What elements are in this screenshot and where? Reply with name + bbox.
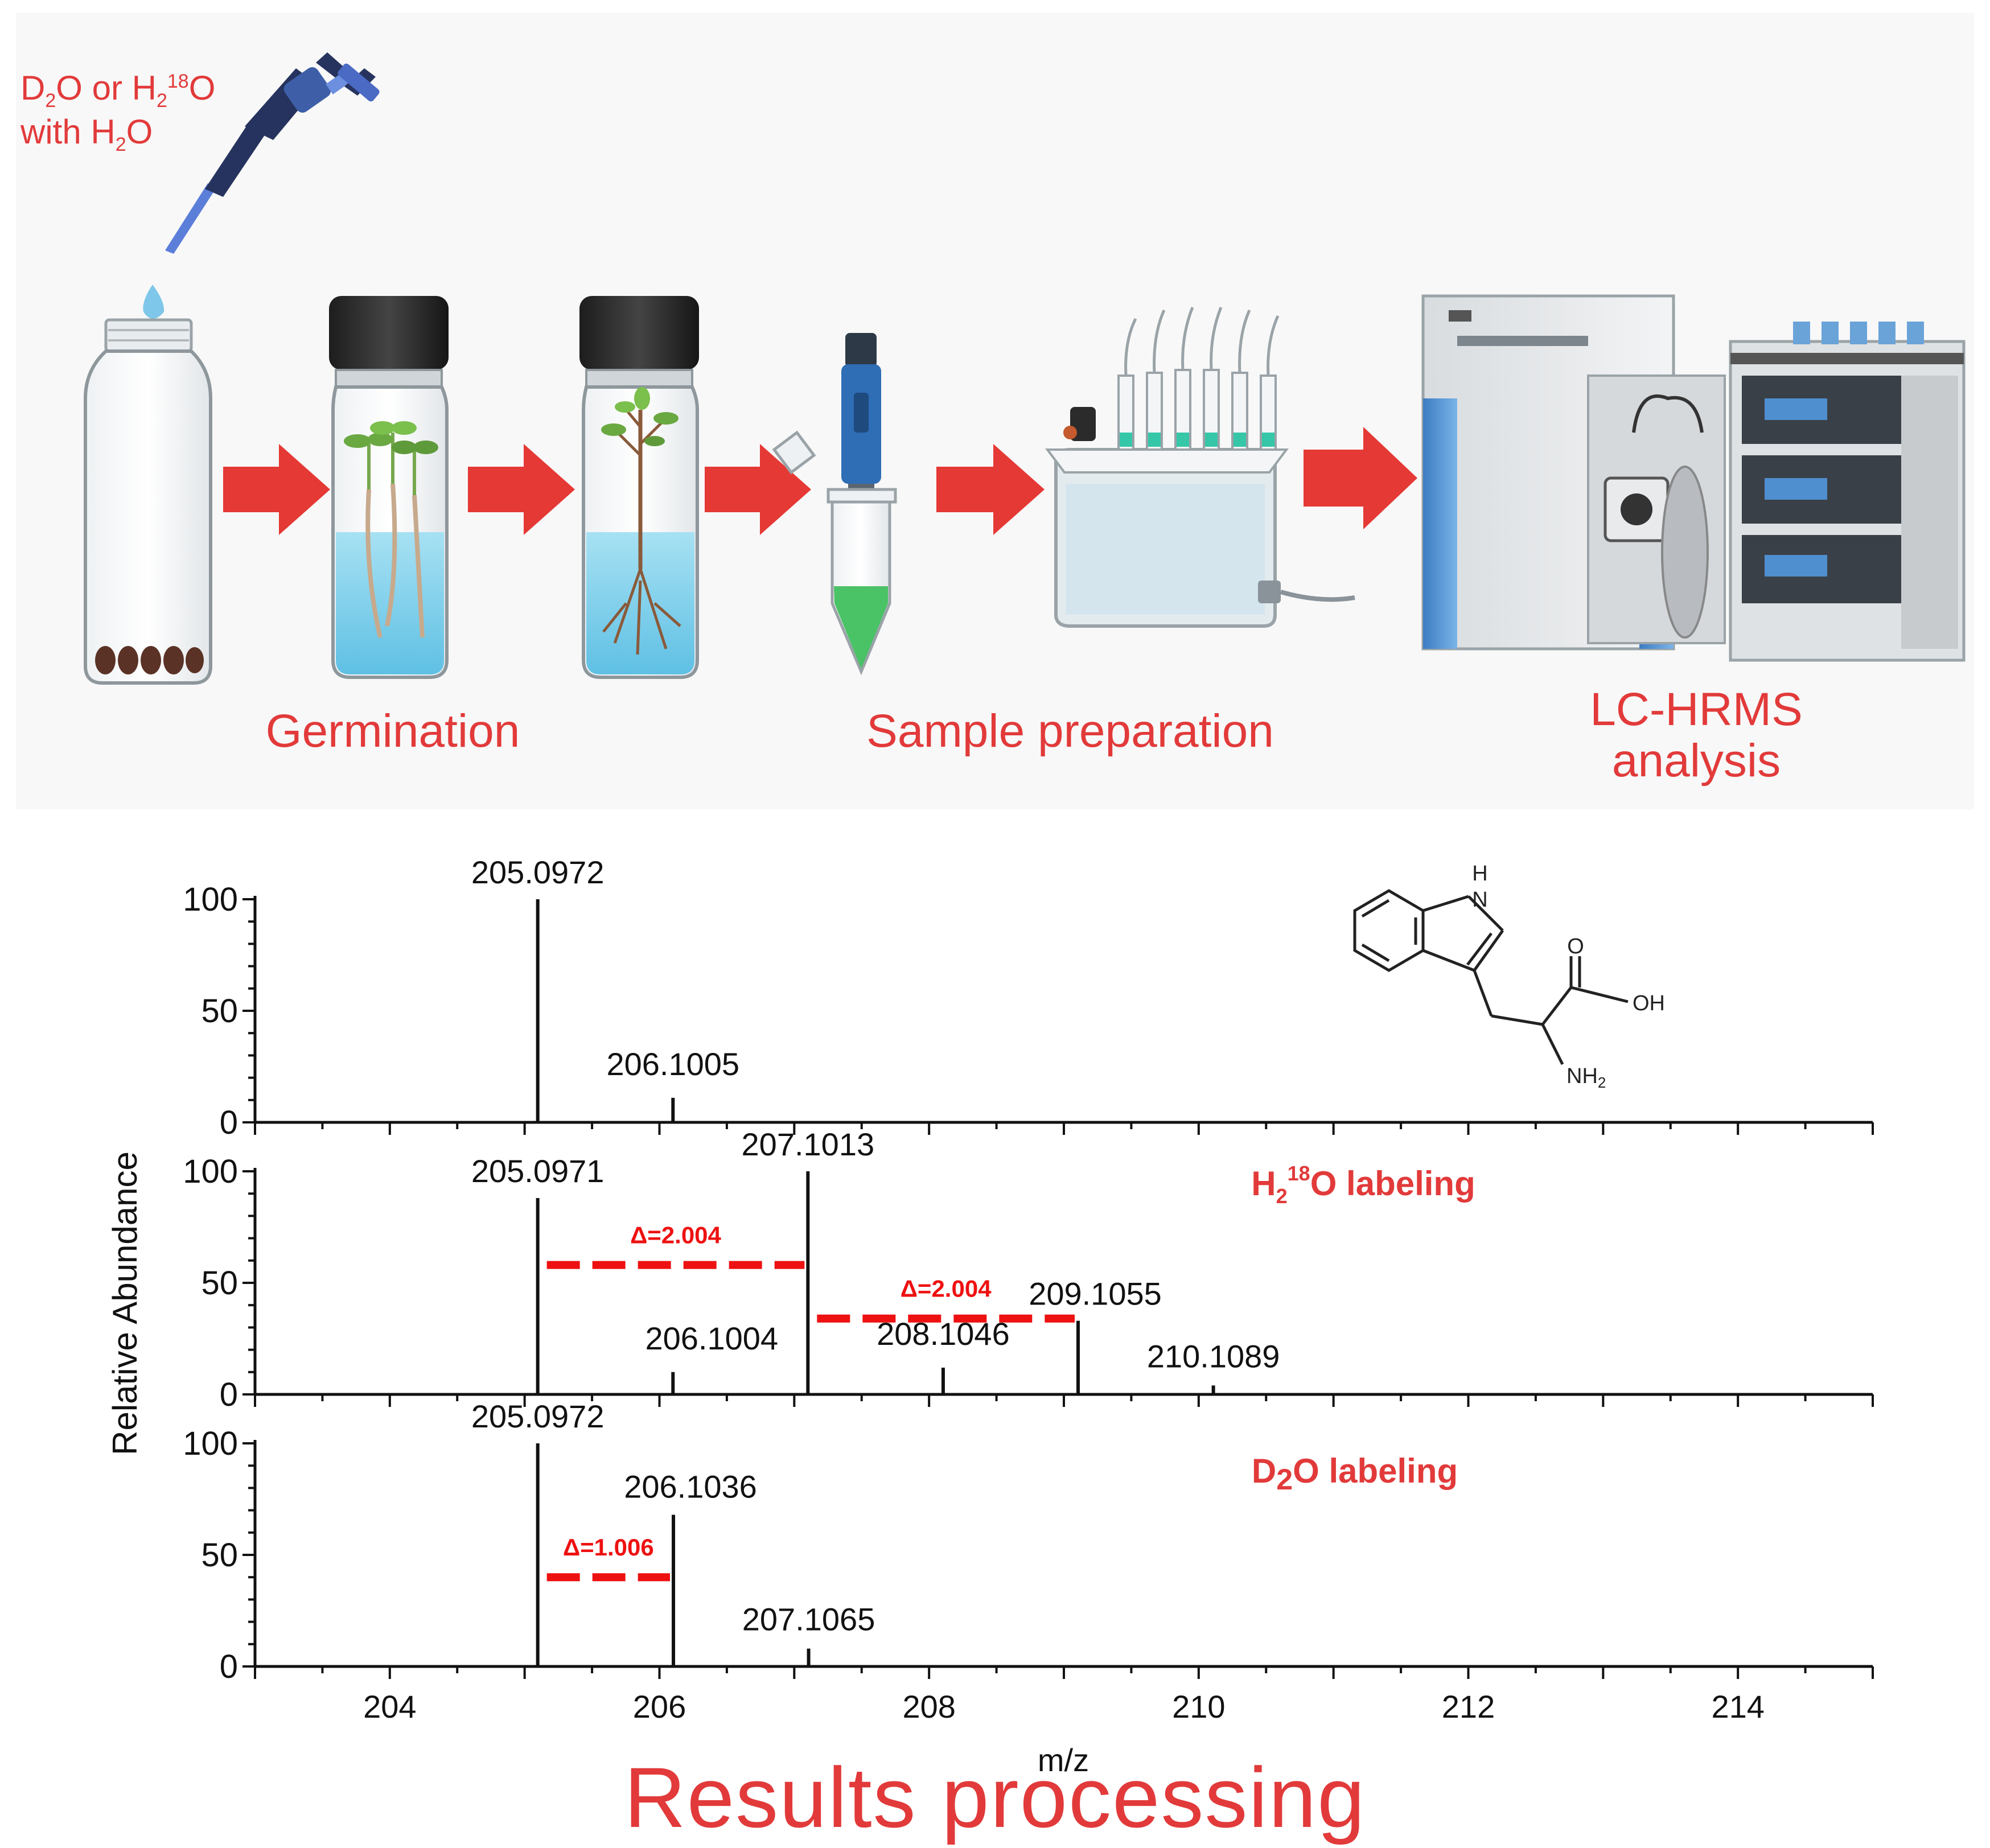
molecule-atom-o: O: [1567, 935, 1584, 958]
water-drop-icon: [143, 285, 165, 319]
peak-label: 206.1036: [624, 1468, 757, 1504]
flow-arrow-3: [705, 444, 811, 535]
stage-label-lc-hrms: LC-HRMS analysis: [1554, 684, 1839, 787]
peak-label: 207.1065: [742, 1602, 875, 1637]
y-tick-label: 100: [183, 881, 238, 918]
molecule-atom-nh2: NH2: [1566, 1064, 1606, 1091]
flow-arrow-4: [936, 444, 1045, 535]
y-tick-label: 0: [220, 1648, 238, 1685]
molecule-atom-oh: OH: [1633, 991, 1665, 1015]
microtube-icon: [772, 430, 897, 676]
peak-label: 206.1005: [607, 1046, 740, 1082]
stage-label-sample-preparation: Sample preparation: [866, 705, 1274, 757]
x-tick-label: 210: [1172, 1689, 1225, 1724]
x-tick-label: 208: [902, 1689, 955, 1724]
x-tick-label: 212: [1442, 1689, 1495, 1724]
y-tick-label: 50: [201, 1265, 238, 1302]
flow-arrow-1: [223, 444, 330, 535]
peak-label: 205.0971: [471, 1153, 605, 1189]
lc-hrms-instrument-icon: [1421, 294, 1966, 662]
x-tick-label: 214: [1711, 1689, 1764, 1724]
y-tick-label: 100: [183, 1153, 238, 1190]
pipette-icon: [165, 52, 380, 254]
molecule-atom-h: H: [1472, 862, 1487, 886]
tryptophan-structure: [1353, 889, 1629, 1065]
results-processing-title: Results processing: [624, 1750, 1366, 1845]
x-tick-label: 204: [363, 1689, 416, 1724]
delta-label: Δ=1.006: [563, 1534, 654, 1561]
peak-label: 206.1004: [645, 1320, 778, 1356]
lc-hrms-line2: analysis: [1611, 735, 1781, 787]
reagent-label: D2O or H218O with H2O: [20, 69, 216, 156]
y-tick-label: 0: [220, 1376, 238, 1413]
x-tick-label: 206: [633, 1689, 686, 1724]
x-axis-label: m/z: [1038, 1742, 1089, 1778]
stage-label-germination: Germination: [265, 705, 520, 757]
seed-vial-icon: [84, 318, 212, 685]
spe-manifold-icon: [1045, 307, 1355, 628]
y-tick-label: 0: [220, 1104, 238, 1141]
panel-title-h2-18o: H218O labeling: [1251, 1162, 1475, 1208]
peak-label: 209.1055: [1029, 1276, 1162, 1312]
seedling-vial-icon: [579, 296, 699, 679]
peak-label: 207.1013: [742, 1126, 875, 1162]
sprout-vial-icon: [329, 296, 449, 679]
y-axis-label: Relative Abundance: [106, 1151, 144, 1455]
delta-label: Δ=2.004: [901, 1275, 992, 1302]
workflow-panel: D2O or H218O with H2O Germination Sample…: [0, 0, 1990, 814]
workflow-illustration: [16, 13, 1974, 809]
lc-hrms-line1: LC-HRMS: [1590, 684, 1803, 735]
y-tick-label: 50: [201, 1537, 238, 1574]
peak-label: 210.1089: [1147, 1338, 1280, 1374]
flow-arrow-2: [468, 444, 575, 535]
y-tick-label: 50: [201, 993, 238, 1030]
peak-label: 205.0972: [471, 1398, 605, 1434]
y-tick-label: 100: [183, 1425, 238, 1462]
delta-label: Δ=2.004: [630, 1222, 721, 1249]
peak-label: 205.0972: [471, 854, 605, 890]
panel-title-d2o: D2O labeling: [1252, 1452, 1458, 1496]
molecule-atom-n: N: [1472, 888, 1487, 912]
flow-arrow-5: [1304, 427, 1417, 529]
peak-label: 208.1046: [877, 1316, 1010, 1352]
